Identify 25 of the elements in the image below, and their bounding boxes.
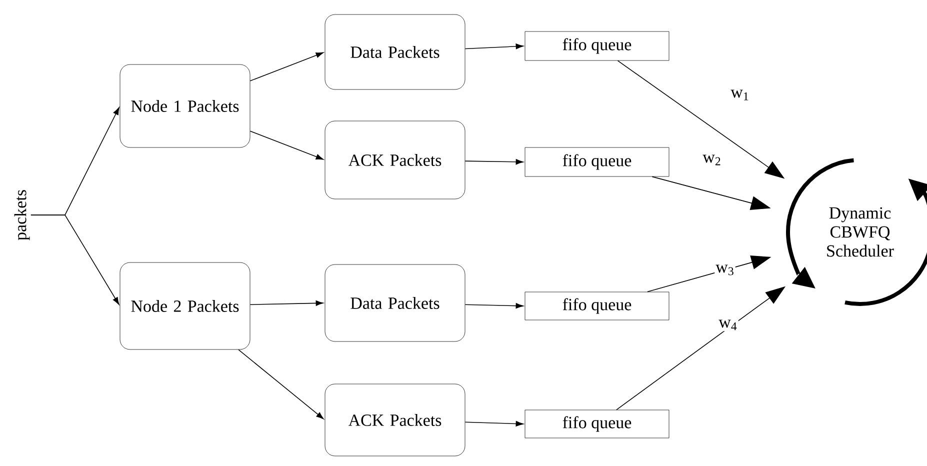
queue-box: fifo queue (524, 31, 670, 61)
arrow (250, 130, 324, 160)
edge-label: w$_{2}$ (702, 154, 722, 166)
queue-box: fifo queue (524, 292, 670, 320)
arrow (464, 420, 524, 426)
process-box: Node 2 Packets (120, 262, 250, 350)
process-box: Node 1 Packets (120, 64, 250, 148)
node-label: Dynamic CBWFQ Scheduler (827, 207, 894, 257)
arrow (464, 159, 524, 165)
queue-box: fifo queue (524, 410, 670, 438)
process-box: ACK Packets (324, 120, 466, 200)
arrow (464, 44, 524, 50)
arrow (250, 52, 324, 82)
arrow (464, 303, 524, 309)
queue-box: fifo queue (524, 147, 670, 177)
process-box: Data Packets (324, 14, 466, 90)
edge-label: w$_{3}$ (714, 264, 736, 276)
arrow (250, 300, 324, 306)
edge-label: w$_{4}$ (718, 318, 738, 332)
arrow (30, 214, 120, 305)
edge-label: w$_{1}$ (730, 88, 750, 102)
process-box: ACK Packets (324, 384, 466, 456)
process-box: Data Packets (324, 264, 466, 342)
input-label: packets (14, 190, 30, 240)
arrow (238, 349, 324, 420)
